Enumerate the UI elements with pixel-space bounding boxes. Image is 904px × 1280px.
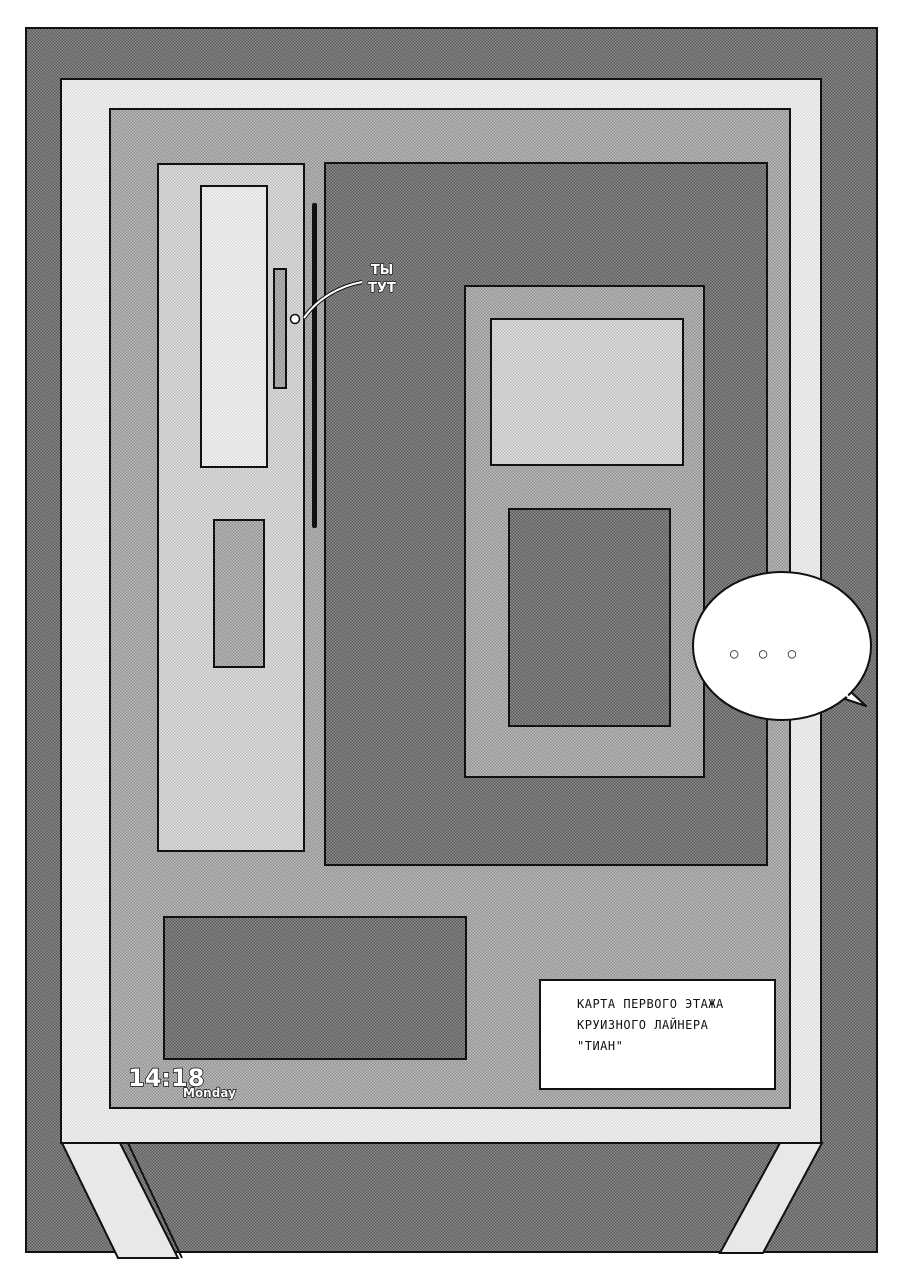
map-room-left-upper — [200, 185, 268, 468]
speech-bubble-text: ○ ○ ○ — [730, 646, 803, 662]
caption-line-3: "ТИАН" — [577, 1039, 624, 1053]
you-are-here-text: ТЫ ТУТ — [368, 262, 397, 296]
map-room-inner-lower — [508, 508, 671, 727]
clock-day: Monday — [182, 1085, 236, 1101]
map-caption: КАРТА ПЕРВОГО ЭТАЖА КРУИЗНОГО ЛАЙНЕРА "Т… — [539, 979, 776, 1090]
clock-time: 14:18 — [127, 1063, 205, 1093]
map-room-left-lower — [213, 519, 265, 668]
caption-line-2: КРУИЗНОГО ЛАЙНЕРА — [577, 1018, 709, 1032]
map-room-inner-upper — [490, 318, 684, 466]
map-divider — [312, 203, 317, 528]
map-strip — [273, 268, 287, 389]
map-room-bottom — [163, 916, 467, 1060]
you-are-here-label: ТЫ ТУТ — [352, 262, 412, 302]
caption-line-1: КАРТА ПЕРВОГО ЭТАЖА — [577, 997, 724, 1011]
